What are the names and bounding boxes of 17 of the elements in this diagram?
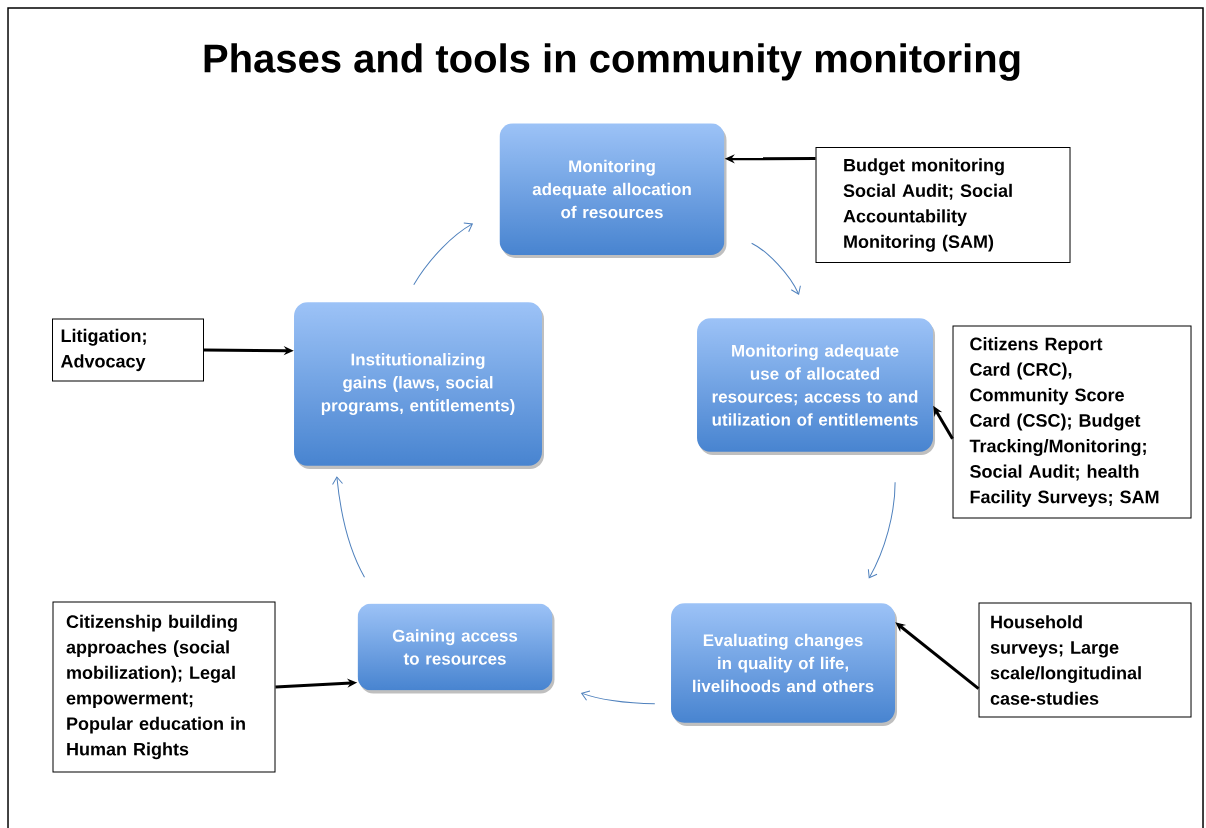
arrow (895, 622, 980, 690)
arrow (751, 242, 801, 295)
tool-box: Budget monitoring Social Audit; Social Accountability Monitoring (SAM) (815, 147, 1071, 263)
phase-box: Monitoring adequate allocation of resources (499, 123, 727, 258)
phase-box: Institutionalizing gains (laws, social programs, entitlements) (294, 302, 544, 469)
tool-box: Citizenship building approaches (social mobilization); Legal empowerment; Popular education in Human Rights (52, 601, 276, 773)
phase-box: Evaluating changes in quality of life, livelihoods and others (671, 603, 897, 726)
arrow (867, 481, 896, 579)
phase-box: Monitoring adequate use of allocated resources; access to and utilization of entitlements (697, 318, 935, 455)
title: Phases and tools in community monitoring (204, 43, 1020, 81)
tool-box: Household surveys; Large scale/longitudinal case-studies (978, 602, 1192, 718)
tool-box: Litigation; Advocacy (52, 318, 204, 382)
arrow (581, 690, 656, 705)
arrow (413, 222, 473, 286)
phase-box: Gaining access to resources (357, 603, 555, 694)
tool-box: Citizens Report Card (CRC), Community Score Card (CSC); Budget Tracking/Monitoring; Social Audit; health Facility Surveys; SAM (952, 325, 1192, 519)
arrow (332, 476, 365, 578)
